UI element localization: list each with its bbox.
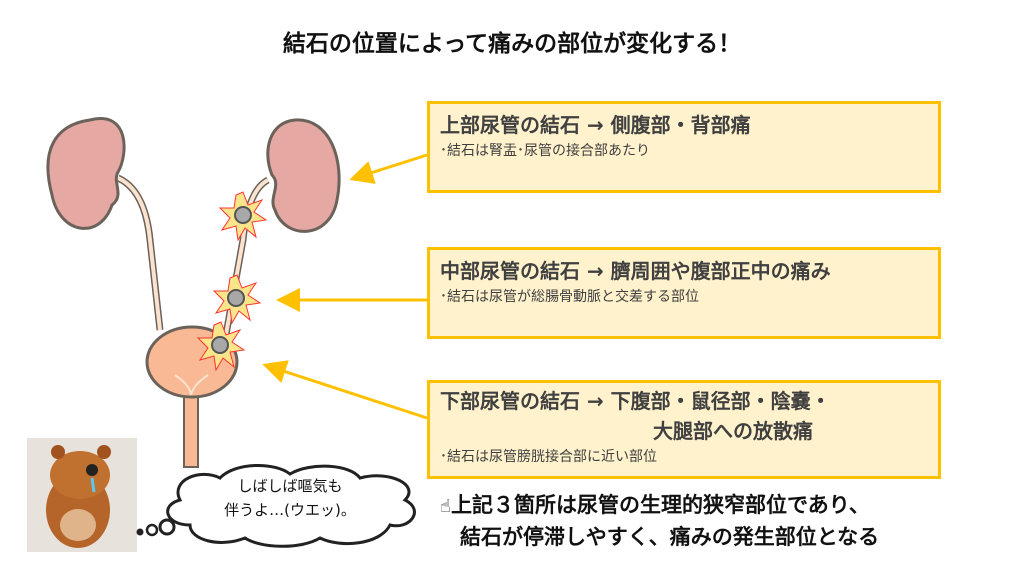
left-kidney: [46, 117, 126, 230]
box-heading: 上部尿管の結石 → 側腹部・背部痛: [440, 113, 751, 137]
footer-note: ☝上記３箇所は尿管の生理的狭窄部位であり、 結石が停滞しやすく、痛みの発生部位と…: [440, 490, 879, 552]
box-heading-continued: 大腿部への放散痛: [653, 419, 813, 443]
pointing-hand-icon: ☝: [440, 496, 451, 517]
stone-lower-icon: [196, 321, 246, 372]
box-heading: 中部尿管の結石 → 臍周囲や腹部正中の痛み: [440, 259, 831, 283]
thought-bubble-text: しばしば嘔気も 伴うよ…(ウエッ)。: [195, 474, 385, 522]
right-kidney: [266, 118, 341, 233]
box-note: ･結石は尿管膀胱接合部に近い部位: [440, 449, 657, 465]
arrow-lower: [262, 360, 428, 420]
stone-middle-icon: [212, 274, 262, 325]
bubble-line-1: しばしば嘔気も: [237, 477, 343, 495]
footer-line-1: 上記３箇所は尿管の生理的狭窄部位であり、: [450, 493, 870, 517]
arrow-upper: [349, 153, 428, 184]
lower-ureter-box: 下部尿管の結石 → 下腹部・鼠径部・陰嚢・ 大腿部への放散痛 ･結石は尿管膀胱接…: [427, 380, 941, 479]
thought-bubble: [166, 464, 416, 548]
box-heading: 下部尿管の結石 → 下腹部・鼠径部・陰嚢・: [440, 389, 831, 413]
box-note: ･結石は腎盂･尿管の接合部あたり: [440, 143, 650, 159]
box-note: ･結石は尿管が総腸骨動脈と交差する部位: [440, 289, 699, 305]
upper-ureter-box: 上部尿管の結石 → 側腹部・背部痛 ･結石は腎盂･尿管の接合部あたり: [427, 101, 941, 193]
stone-upper-icon: [218, 191, 268, 242]
bubble-line-2: 伴うよ…(ウエッ)。: [224, 501, 356, 519]
footer-line-2: 結石が停滞しやすく、痛みの発生部位となる: [460, 525, 880, 549]
slide-title: 結石の位置によって痛みの部位が変化する！: [282, 31, 742, 57]
hippo-character-illustration: [27, 438, 137, 552]
middle-ureter-box: 中部尿管の結石 → 臍周囲や腹部正中の痛み ･結石は尿管が総腸骨動脈と交差する部…: [427, 247, 941, 339]
